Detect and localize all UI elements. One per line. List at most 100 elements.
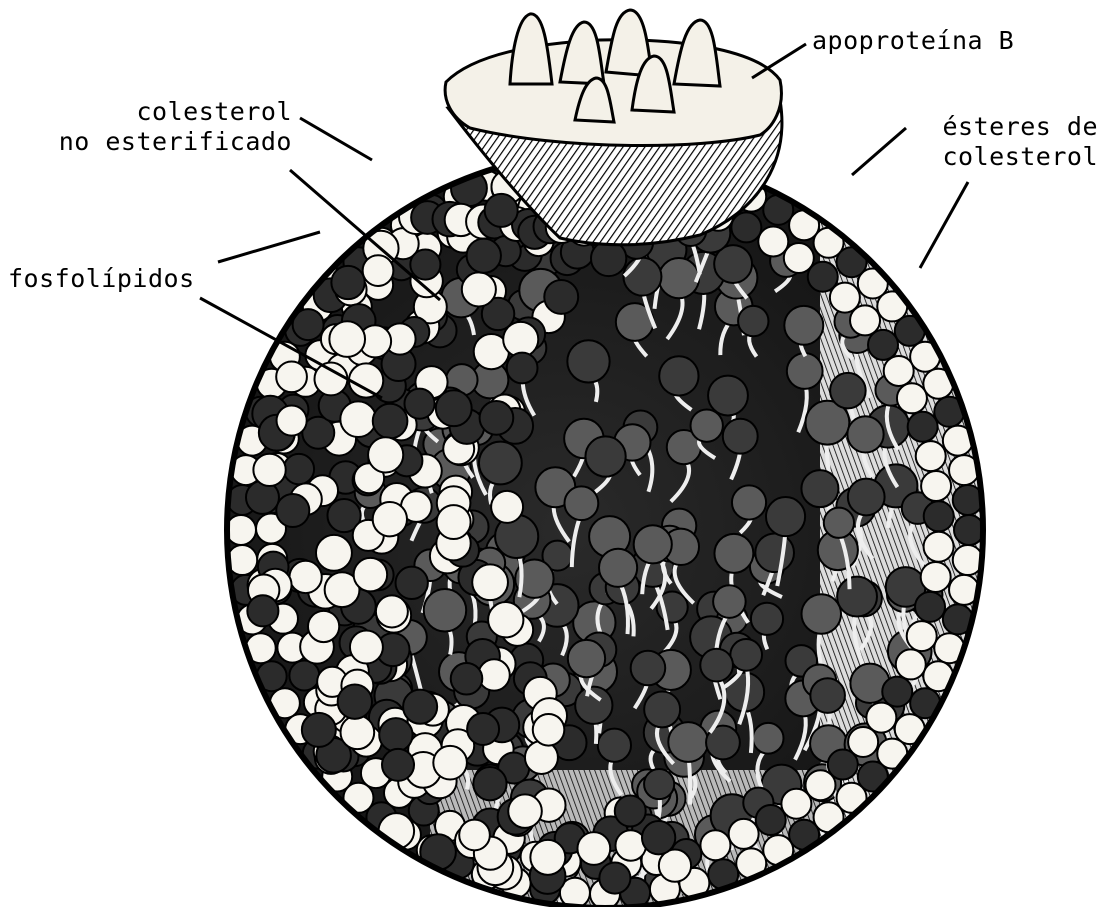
cholesteryl-ester-sphere: [732, 485, 766, 519]
phospholipid-head: [373, 502, 407, 536]
phospholipid-head: [857, 130, 892, 165]
cholesterol-sphere: [373, 404, 408, 439]
label-fosfolipidos-text: fosfolípidos: [8, 264, 195, 294]
cholesterol-sphere: [908, 412, 938, 442]
phospholipid-head: [368, 437, 403, 472]
cholesterol-sphere: [284, 454, 315, 485]
label-esteres-line1: ésteres de: [912, 112, 1098, 142]
label-fosfolipidos: fosfolípidos: [8, 264, 195, 294]
label-esteres-de-colesterol: ésteres de colesterol: [912, 112, 1098, 172]
phospholipid-head: [924, 532, 954, 562]
cholesteryl-ester-sphere: [810, 678, 845, 713]
cholesterol-sphere: [642, 821, 675, 854]
cholesteryl-ester-sphere: [700, 649, 733, 682]
cholesterol-sphere: [799, 126, 831, 158]
cholesteryl-ester-sphere: [564, 486, 598, 520]
cholesteryl-ester-sphere: [691, 409, 723, 441]
leader-apoproteina: [752, 44, 806, 78]
cholesterol-sphere: [331, 266, 364, 299]
cholesterol-sphere: [403, 690, 437, 724]
phospholipid-head: [363, 255, 394, 286]
cholesteryl-ester-sphere: [623, 258, 661, 296]
cholesteryl-ester-sphere: [708, 376, 748, 416]
phospholipid-head: [459, 820, 490, 851]
cholesterol-sphere: [803, 114, 836, 147]
cholesterol-sphere: [868, 330, 898, 360]
cholesterol-sphere: [467, 239, 501, 273]
cholesteryl-ester-sphere: [659, 258, 699, 298]
cholesteryl-ester-sphere: [784, 306, 823, 345]
label-esteres-line2: colesterol: [912, 142, 1098, 172]
phospholipid-head: [350, 631, 383, 664]
apoprotein-finger: [510, 14, 552, 84]
cholesteryl-ester-sphere: [424, 589, 466, 631]
phospholipid-head: [437, 505, 471, 539]
cholesteryl-ester-sphere: [575, 687, 612, 724]
cholesteryl-ester-sphere: [753, 723, 784, 754]
cholesteryl-ester-sphere: [848, 479, 885, 516]
cholesteryl-ester-sphere: [479, 442, 522, 485]
phospholipid-head: [349, 363, 383, 397]
phospholipid-head: [354, 558, 388, 592]
cholesterol-sphere: [382, 749, 414, 781]
cholesteryl-ester-sphere: [837, 577, 877, 617]
phospholipid-head: [921, 471, 951, 501]
cholesterol-sphere: [507, 353, 538, 384]
cholesteryl-ester-sphere: [659, 356, 698, 395]
cholesterol-sphere: [954, 515, 984, 545]
cholesterol-sphere: [289, 661, 319, 691]
phospholipid-head: [276, 361, 307, 392]
cholesteryl-ester-sphere: [631, 651, 666, 686]
cholesterol-sphere: [247, 595, 278, 626]
phospholipid-head: [433, 746, 467, 780]
phospholipid-head: [462, 272, 496, 306]
cholesterol-sphere: [436, 390, 472, 426]
cholesterol-sphere: [451, 663, 483, 695]
cholesteryl-ester-sphere: [585, 436, 625, 476]
phospholipid-head: [758, 226, 788, 256]
phospholipid-head: [491, 491, 523, 523]
cholesteryl-ester-sphere: [755, 533, 794, 572]
cholesteryl-ester-sphere: [830, 373, 866, 409]
phospholipid-head: [478, 659, 509, 690]
phospholipid-head: [577, 832, 610, 865]
phospholipid-head: [896, 649, 926, 679]
phospholipid-head: [329, 321, 365, 357]
label-apoproteina-text: apoproteína B: [812, 26, 1014, 56]
cholesteryl-ester-sphere: [738, 306, 768, 336]
leader-fosfolipidos: [218, 232, 320, 262]
cholesterol-sphere: [731, 212, 761, 242]
cholesterol-sphere: [756, 805, 786, 835]
cholesterol-sphere: [467, 713, 499, 745]
cholesteryl-ester-sphere: [730, 639, 762, 671]
cholesteryl-ester-sphere: [847, 416, 883, 452]
cholesteryl-ester-sphere: [824, 508, 854, 538]
cholesterol-sphere: [480, 401, 514, 435]
phospholipid-head: [530, 840, 565, 875]
cholesteryl-ester-sphere: [787, 353, 823, 389]
cholesteryl-ester-sphere: [644, 769, 674, 799]
cholesteryl-ester-sphere: [598, 729, 631, 762]
phospholipid-head: [508, 794, 542, 828]
phospholipid-head: [729, 819, 759, 849]
label-colesterol-no-esterificado: colesterol no esterificado: [8, 97, 292, 157]
cholesteryl-ester-sphere: [668, 722, 708, 762]
phospholipid-head: [781, 789, 811, 819]
phospholipid-head: [472, 564, 508, 600]
phospholipid-head: [316, 535, 352, 571]
phospholipid-head: [376, 595, 408, 627]
leader-esteres: [852, 128, 906, 175]
phospholipid-head: [907, 621, 937, 651]
cholesterol-sphere: [924, 501, 954, 531]
cholesteryl-ester-sphere: [751, 603, 783, 635]
cholesteryl-ester-sphere: [801, 594, 841, 634]
phospholipid-head: [308, 611, 339, 642]
phospholipid-head: [253, 454, 285, 486]
phospholipid-head: [884, 356, 914, 386]
cholesterol-sphere: [544, 280, 578, 314]
label-colesterol-line2: no esterificado: [8, 127, 292, 157]
cholesterol-sphere: [915, 592, 945, 622]
cholesteryl-ester-sphere: [766, 497, 805, 536]
cholesteryl-ester-sphere: [568, 640, 605, 677]
phospholipid-head: [341, 716, 375, 750]
